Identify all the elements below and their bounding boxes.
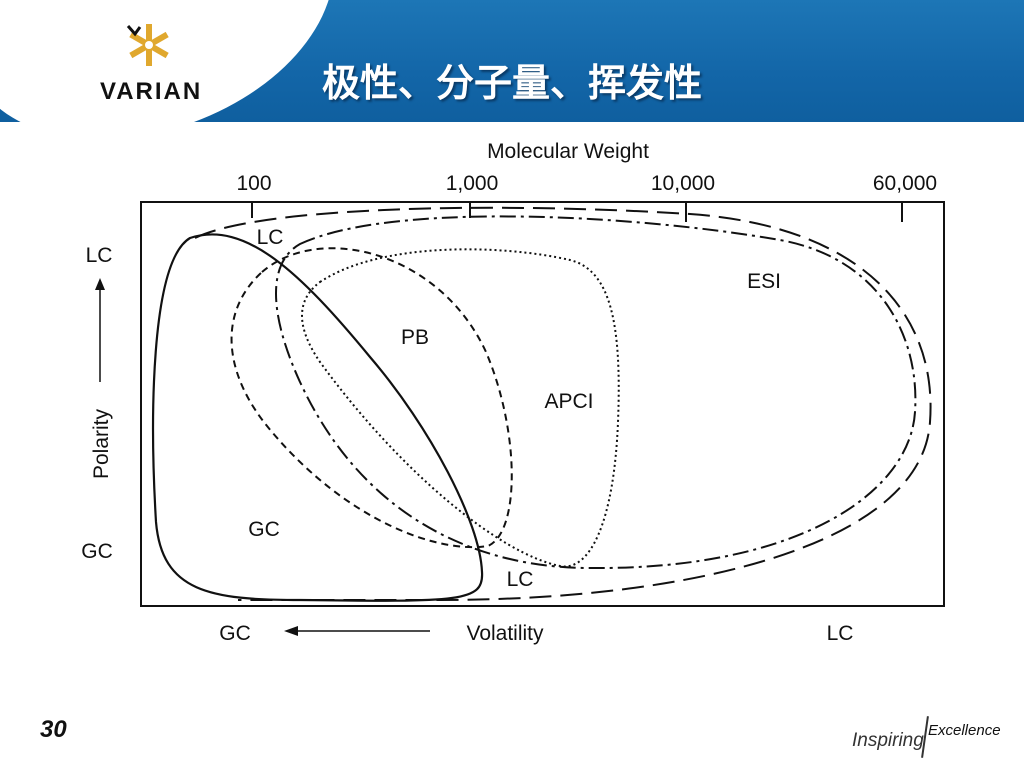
region-label-lc-top: LC bbox=[257, 226, 284, 249]
diagram-frame bbox=[140, 201, 945, 607]
left-axis-bottom-label: GC bbox=[81, 540, 113, 563]
tick-label-10000: 10,000 bbox=[651, 172, 715, 195]
left-axis-top-label: LC bbox=[86, 244, 113, 267]
bottom-axis-left-label: GC bbox=[219, 622, 251, 645]
bottom-axis-right-label: LC bbox=[827, 622, 854, 645]
arrowhead-left-icon bbox=[284, 626, 298, 636]
lc-region-outline bbox=[275, 215, 917, 570]
region-label-esi: ESI bbox=[747, 270, 781, 293]
varian-logo-icon bbox=[126, 24, 169, 66]
left-axis-label: Polarity bbox=[90, 408, 113, 479]
header-banner: VARIAN 极性、分子量、挥发性 bbox=[0, 0, 1024, 122]
pb-region-outline bbox=[230, 247, 513, 549]
arrowhead-up-icon bbox=[95, 278, 105, 290]
tick-label-1000: 1,000 bbox=[446, 172, 499, 195]
brand-tagline-part2: Excellence bbox=[928, 722, 1001, 739]
tick-label-60000: 60,000 bbox=[873, 172, 937, 195]
region-label-lc-bottom: LC bbox=[507, 568, 534, 591]
logo-text: VARIAN bbox=[100, 78, 203, 105]
gc-region-outline bbox=[152, 233, 484, 602]
technique-diagram: Molecular Weight 100 1,000 10,000 60,000… bbox=[81, 140, 945, 645]
top-axis-label: Molecular Weight bbox=[487, 140, 649, 163]
brand-tagline: Inspiring Excellence bbox=[850, 712, 1020, 762]
slide-title: 极性、分子量、挥发性 bbox=[322, 60, 703, 105]
region-label-apci: APCI bbox=[544, 390, 593, 413]
brand-tagline-part1: Inspiring bbox=[852, 730, 924, 751]
region-label-pb: PB bbox=[401, 326, 429, 349]
page-number: 30 bbox=[40, 716, 67, 743]
tick-label-100: 100 bbox=[236, 172, 271, 195]
esi-region-outline bbox=[194, 206, 932, 601]
bottom-axis-label: Volatility bbox=[466, 622, 544, 645]
region-label-gc: GC bbox=[248, 518, 280, 541]
